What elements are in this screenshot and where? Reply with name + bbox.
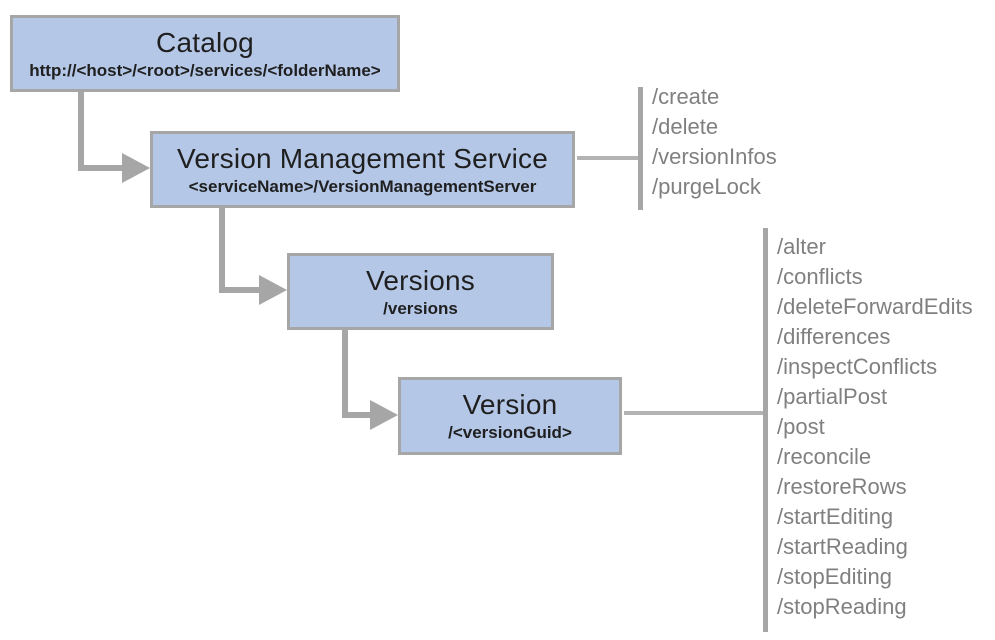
endpoint-list-version: /alter /conflicts /deleteForwardEdits /d… — [777, 232, 973, 622]
connector-versions-version-horizontal — [342, 412, 372, 418]
endpoint-item: /post — [777, 414, 825, 439]
connector-vms-versions-vertical — [219, 208, 225, 293]
endpoint-item: /alter — [777, 234, 826, 259]
node-version-management-service: Version Management Service <serviceName>… — [150, 131, 575, 208]
bracket-version-horizontal — [624, 411, 765, 415]
node-catalog-url-pattern: http://<host>/<root>/services/<folderNam… — [29, 60, 381, 80]
endpoint-item: /startReading — [777, 534, 908, 559]
connector-catalog-vms-horizontal — [78, 165, 124, 171]
endpoint-item: /restoreRows — [777, 474, 907, 499]
node-versions-title: Versions — [366, 264, 475, 296]
endpoint-item: /create — [652, 84, 720, 109]
bracket-vms-vertical — [638, 87, 643, 210]
connector-vms-versions-horizontal — [219, 287, 261, 293]
endpoint-item: /reconcile — [777, 444, 872, 469]
connector-versions-version-vertical — [342, 330, 348, 418]
node-catalog: Catalog http://<host>/<root>/services/<f… — [10, 15, 400, 92]
node-vms-title: Version Management Service — [177, 142, 548, 174]
arrow-right-icon — [370, 400, 398, 430]
bracket-version-vertical — [763, 228, 768, 632]
endpoint-item: /stopEditing — [777, 564, 892, 589]
endpoint-item: /differences — [777, 324, 891, 349]
arrow-right-icon — [259, 275, 287, 305]
endpoint-item: /delete — [652, 114, 719, 139]
endpoint-item: /startEditing — [777, 504, 894, 529]
endpoint-item: /partialPost — [777, 384, 888, 409]
endpoint-item: /deleteForwardEdits — [777, 294, 973, 319]
node-version-title: Version — [462, 389, 558, 420]
node-vms-url-pattern: <serviceName>/VersionManagementServer — [188, 176, 537, 196]
bracket-vms-horizontal — [577, 156, 640, 160]
endpoint-item: /purgeLock — [652, 174, 761, 199]
node-versions: Versions /versions — [287, 253, 554, 330]
node-version: Version /<versionGuid> — [398, 377, 622, 455]
connector-catalog-vms-vertical — [78, 92, 84, 171]
node-versions-url-pattern: /versions — [383, 298, 458, 318]
endpoint-item: /conflicts — [777, 264, 863, 289]
arrow-right-icon — [122, 153, 150, 183]
node-catalog-title: Catalog — [156, 26, 254, 58]
endpoint-list-vms: /create /delete /versionInfos /purgeLock — [652, 82, 777, 202]
endpoint-item: /stopReading — [777, 594, 907, 619]
node-version-url-pattern: /<versionGuid> — [448, 423, 572, 442]
endpoint-item: /inspectConflicts — [777, 354, 938, 379]
endpoint-item: /versionInfos — [652, 144, 777, 169]
